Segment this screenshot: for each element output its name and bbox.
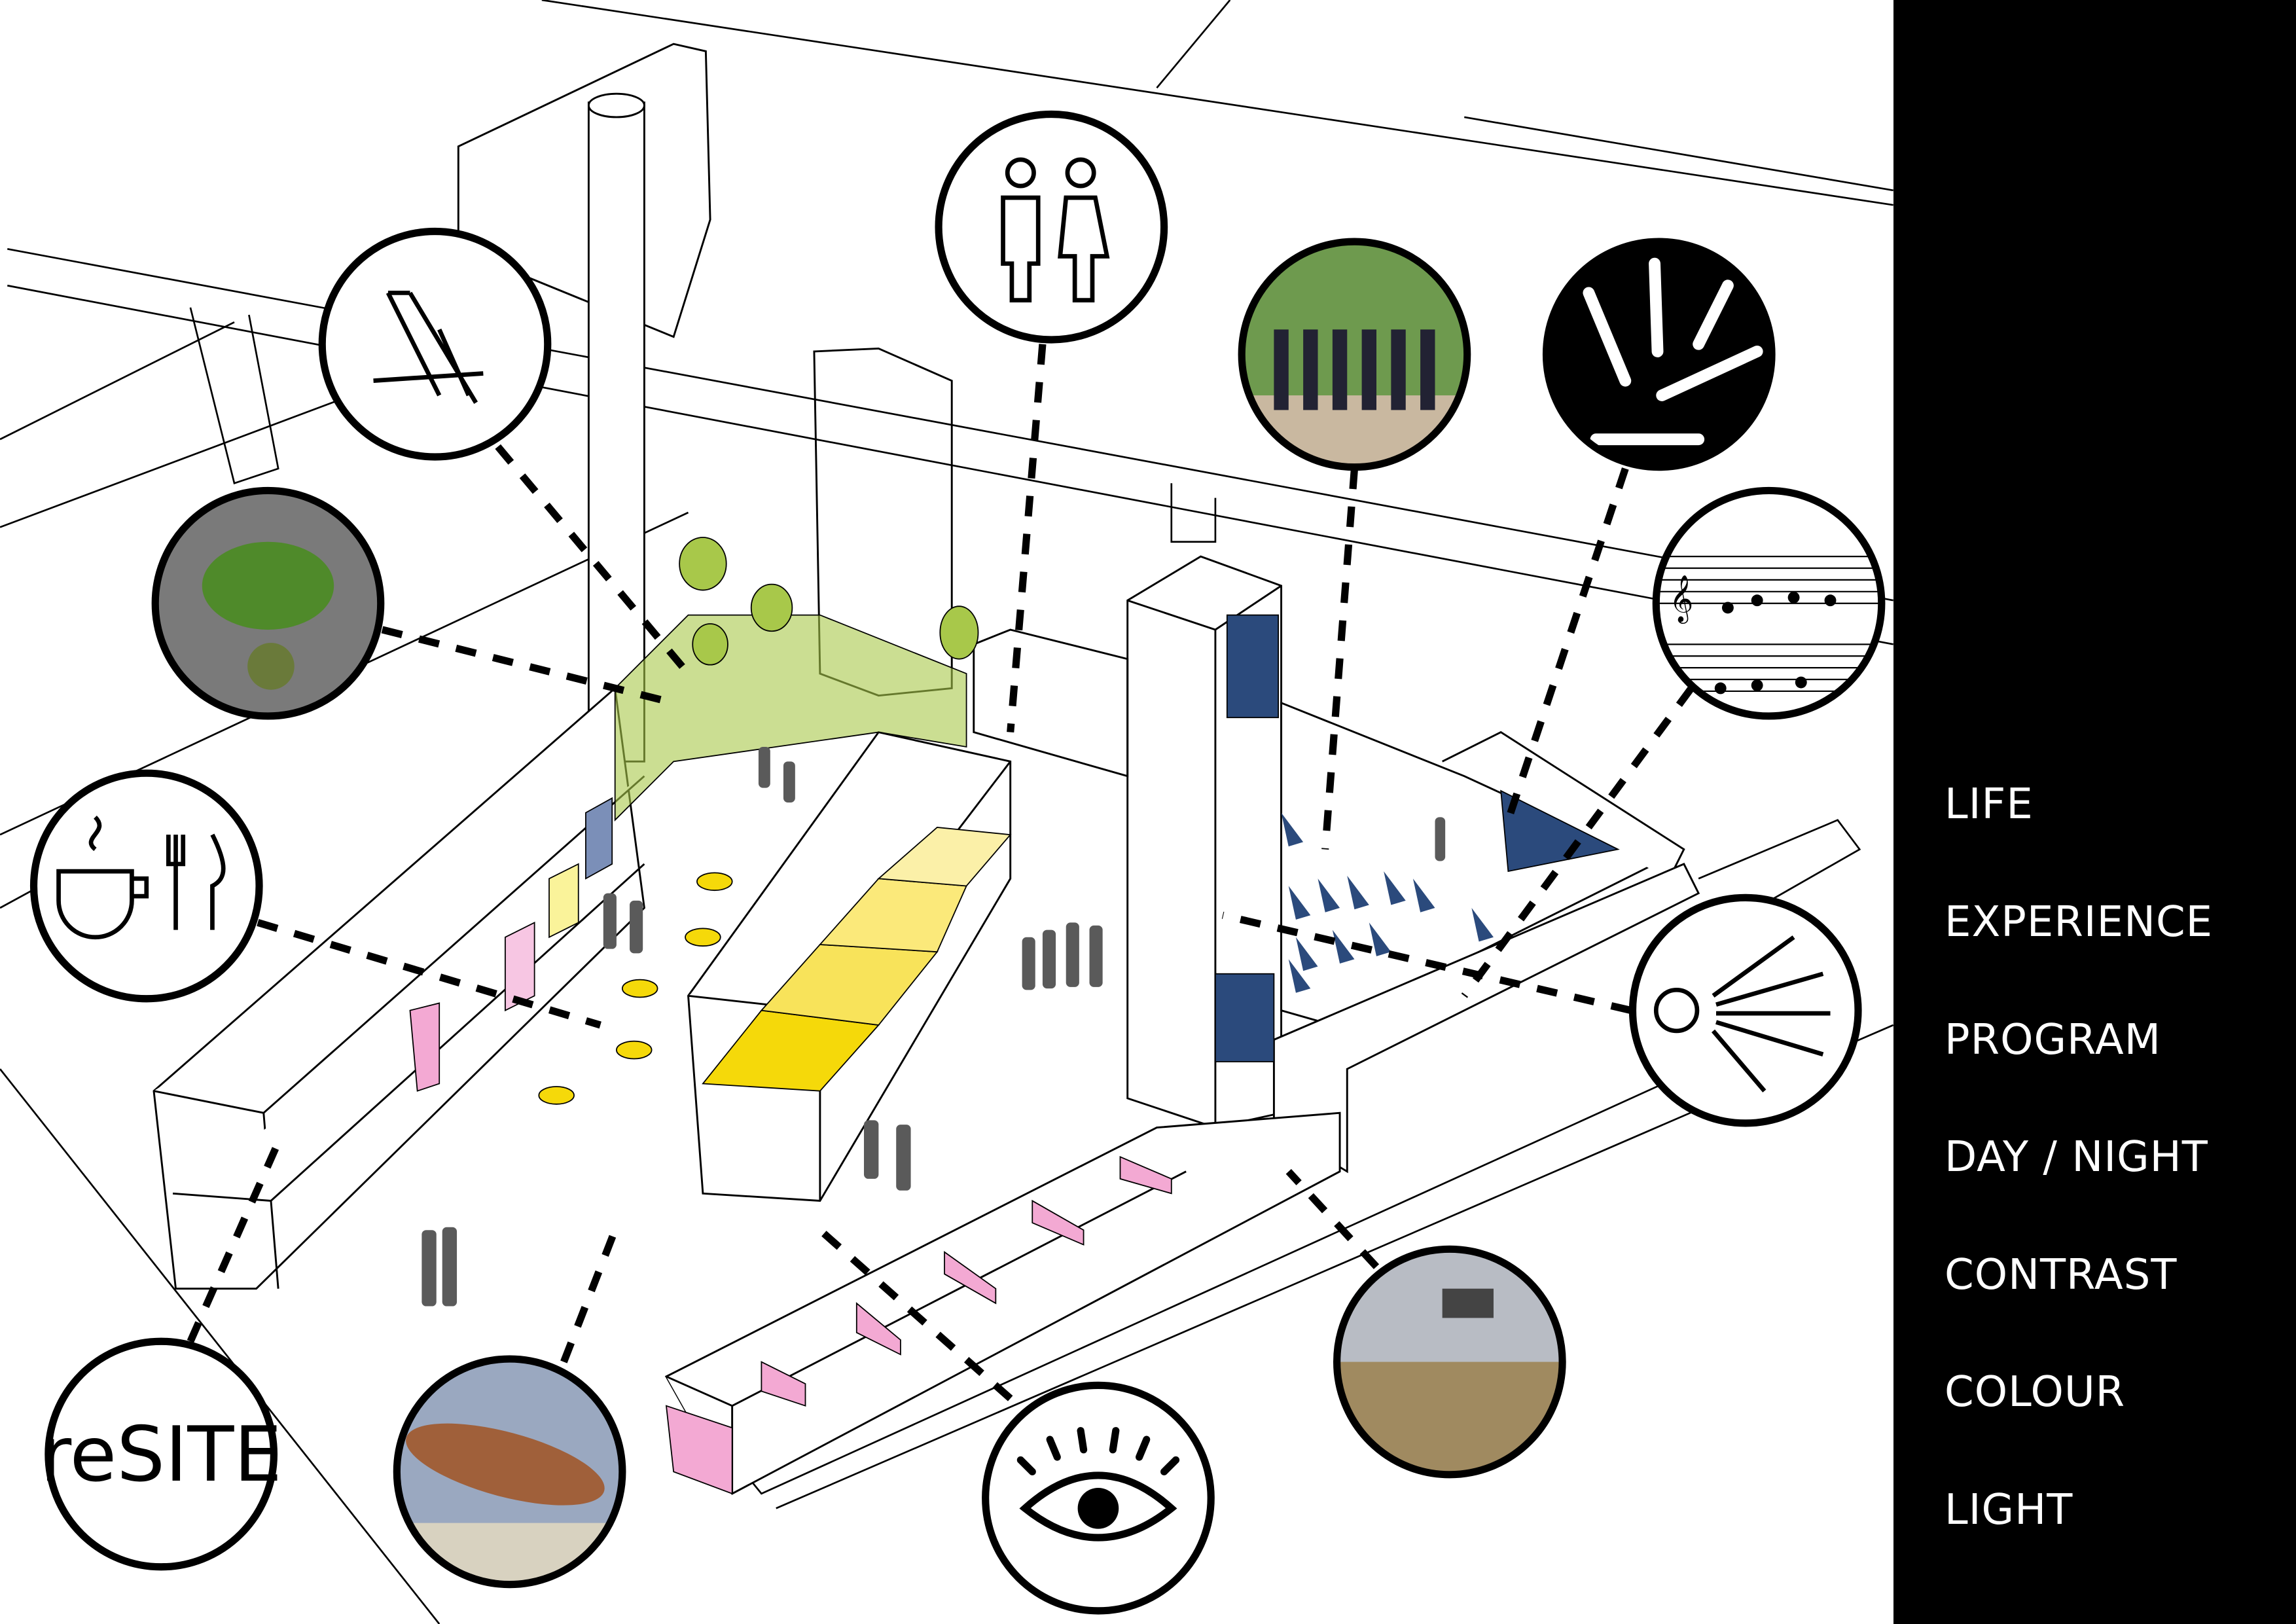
coffee-cutlery-icon (29, 769, 263, 1003)
keyword-sidebar: LIFE EXPERIENCE PROGRAM DAY / NIGHT CONT… (1893, 0, 2296, 1624)
light-rays-icon (1628, 893, 1862, 1127)
color-panels (409, 614, 1620, 1495)
billboard-field-photo (1333, 1245, 1566, 1479)
sheet-music-icon: 𝄞 (1652, 486, 1886, 720)
tools-icon (1542, 238, 1776, 471)
callout-circles: reSITE 𝄞 (29, 110, 1886, 1615)
hanging-plant-photo (151, 486, 385, 720)
toilet-icon (935, 110, 1168, 344)
deck-chair-icon (318, 227, 552, 461)
cafe-tables (538, 872, 733, 1105)
keyword-day-night: DAY / NIGHT (1945, 1133, 2208, 1182)
keyword-light: LIGHT (1945, 1486, 2073, 1534)
navy-deck-chairs (1281, 812, 1494, 993)
trees (679, 537, 979, 666)
dancing-crowd-photo (1238, 238, 1471, 471)
callout-leader-lines (187, 344, 1695, 1401)
keyword-contrast: CONTRAST (1945, 1251, 2178, 1299)
svg-text:𝄞: 𝄞 (1669, 574, 1693, 624)
keyword-program: PROGRAM (1945, 1016, 2161, 1064)
resite-logo-text: reSITE (40, 1411, 282, 1499)
people-silhouettes (422, 746, 1446, 1307)
zeppelin-photo (393, 1355, 626, 1589)
keyword-colour: COLOUR (1945, 1368, 2126, 1416)
eye-icon (982, 1381, 1215, 1615)
resite-logo: reSITE (40, 1337, 282, 1571)
keyword-experience: EXPERIENCE (1945, 898, 2214, 947)
keyword-life: LIFE (1945, 780, 2034, 829)
